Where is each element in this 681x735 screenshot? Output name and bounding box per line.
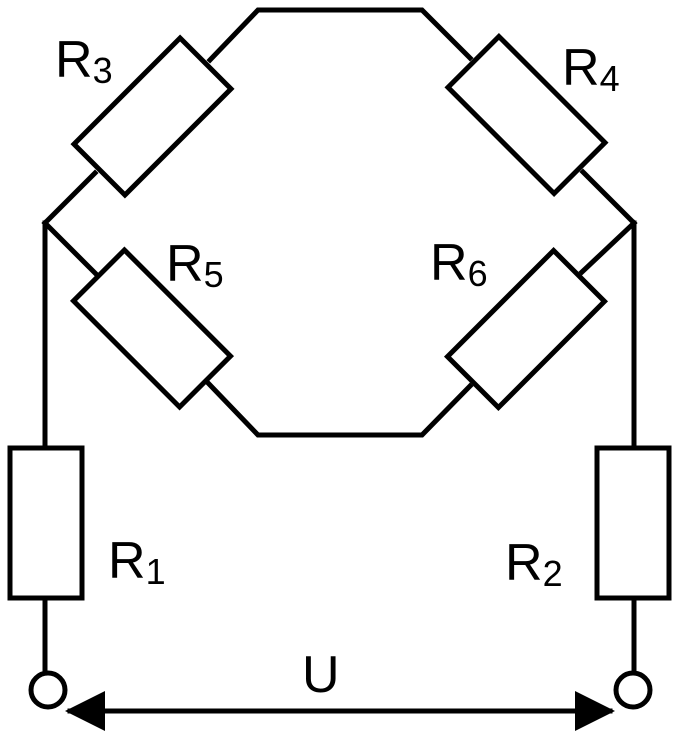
label-r5: R5: [166, 235, 224, 295]
label-r4: R4: [562, 39, 620, 99]
label-r2: R2: [505, 534, 563, 594]
label-r6: R6: [430, 234, 488, 294]
resistor-r1: [7, 445, 85, 601]
terminal-right: [613, 670, 653, 710]
label-r1: R1: [108, 532, 166, 592]
wire-top: [41, 169, 99, 227]
resistor-r2: [594, 445, 672, 601]
resistor-r6: [443, 246, 609, 412]
terminal-left: [28, 670, 68, 710]
wire-bottom: [205, 380, 474, 438]
wire-left-r5: [41, 219, 99, 277]
wire-right-r6: [578, 219, 638, 276]
resistor-r3: [70, 34, 235, 199]
resistor-r5: [69, 246, 235, 411]
resistor-r4: [444, 32, 609, 198]
wire-top-r4-right: [579, 168, 638, 227]
label-r3: R3: [55, 31, 113, 91]
wires: [41, 7, 638, 675]
label-voltage: U: [302, 646, 340, 704]
wire-top-r3: [206, 7, 474, 64]
